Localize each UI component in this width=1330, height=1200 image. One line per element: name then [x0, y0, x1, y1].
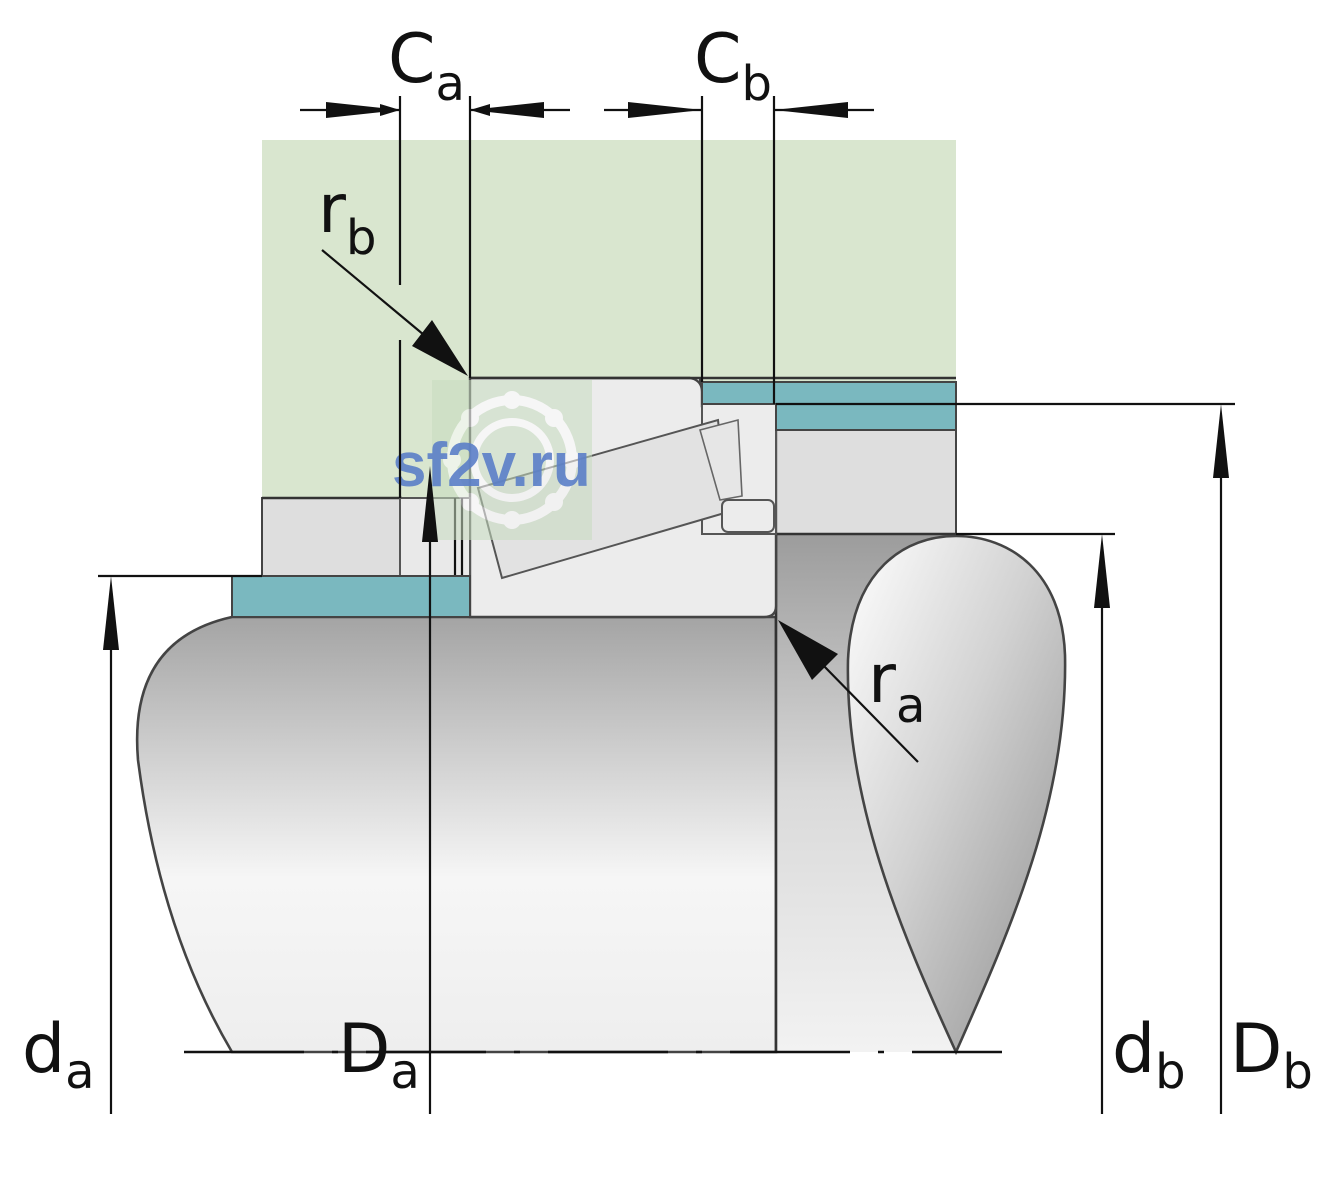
label-Da: Da	[338, 1010, 420, 1100]
dimension-da	[98, 574, 262, 1114]
shaft-cross-section	[846, 534, 1067, 1056]
bearing-logo-icon	[432, 380, 592, 540]
label-Ca: Ca	[388, 20, 465, 112]
bearing-cone-lip	[721, 499, 775, 533]
dimension-ra	[778, 620, 919, 763]
dimension-rb	[321, 249, 468, 376]
sleeve-right-top	[701, 381, 957, 405]
housing-collar-right	[775, 429, 957, 535]
label-ra: ra	[868, 640, 925, 734]
label-db: db	[1112, 1010, 1186, 1100]
dimension-db	[956, 532, 1115, 1114]
label-Db: Db	[1230, 1010, 1313, 1100]
roller-cage	[699, 418, 743, 501]
label-Cb: Cb	[694, 20, 772, 112]
dimension-Da	[422, 466, 438, 1114]
dimension-Db	[776, 402, 1235, 1114]
sleeve-right	[775, 403, 957, 431]
dimension-Ca	[300, 96, 570, 498]
sleeve-left	[231, 575, 471, 618]
shaft-body	[135, 615, 778, 1054]
dimension-Cb	[604, 96, 874, 404]
housing-collar-left	[261, 497, 403, 577]
watermark-text: sf2v.ru	[392, 431, 591, 500]
label-da: da	[22, 1010, 95, 1100]
label-rb: rb	[318, 170, 376, 266]
housing-lower	[400, 140, 956, 378]
